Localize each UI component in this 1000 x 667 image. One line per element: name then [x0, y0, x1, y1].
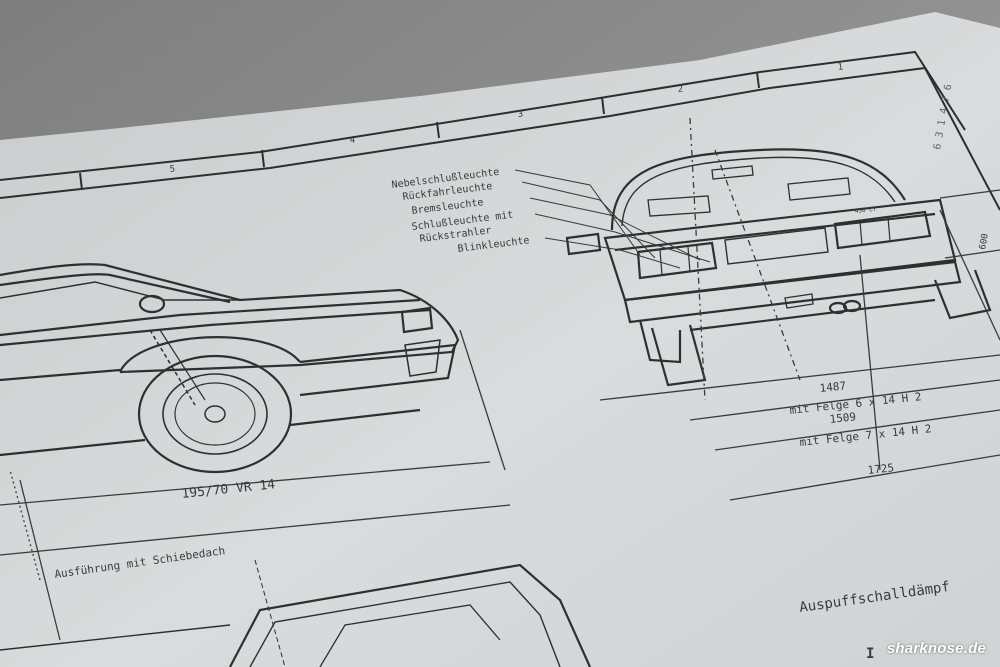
zone-number: 1	[837, 62, 843, 73]
lower-car-drawing	[0, 559, 592, 667]
track-front-value: 1487	[819, 379, 847, 395]
height-dim-value: 600	[978, 233, 991, 251]
overall-width-value: 1725	[867, 461, 895, 477]
rear-dimension-lines	[599, 117, 1000, 501]
rear-view-car	[565, 148, 992, 387]
watermark-logo: sharknose.de	[886, 640, 986, 657]
zone-number: 3	[517, 109, 523, 120]
zone-number: 2	[677, 84, 683, 95]
drawing-frame	[0, 50, 1000, 211]
roman-numeral: I	[866, 646, 874, 662]
track-rear-value: 1509	[829, 410, 857, 426]
zone-numbers: 5 4 3 2 1	[169, 62, 843, 175]
zone-number: 4	[349, 135, 355, 146]
rear-badge: 450 CT	[854, 206, 877, 215]
side-dimension-lines	[0, 329, 511, 641]
side-view-car	[0, 263, 460, 474]
zone-number: 5	[169, 164, 175, 175]
